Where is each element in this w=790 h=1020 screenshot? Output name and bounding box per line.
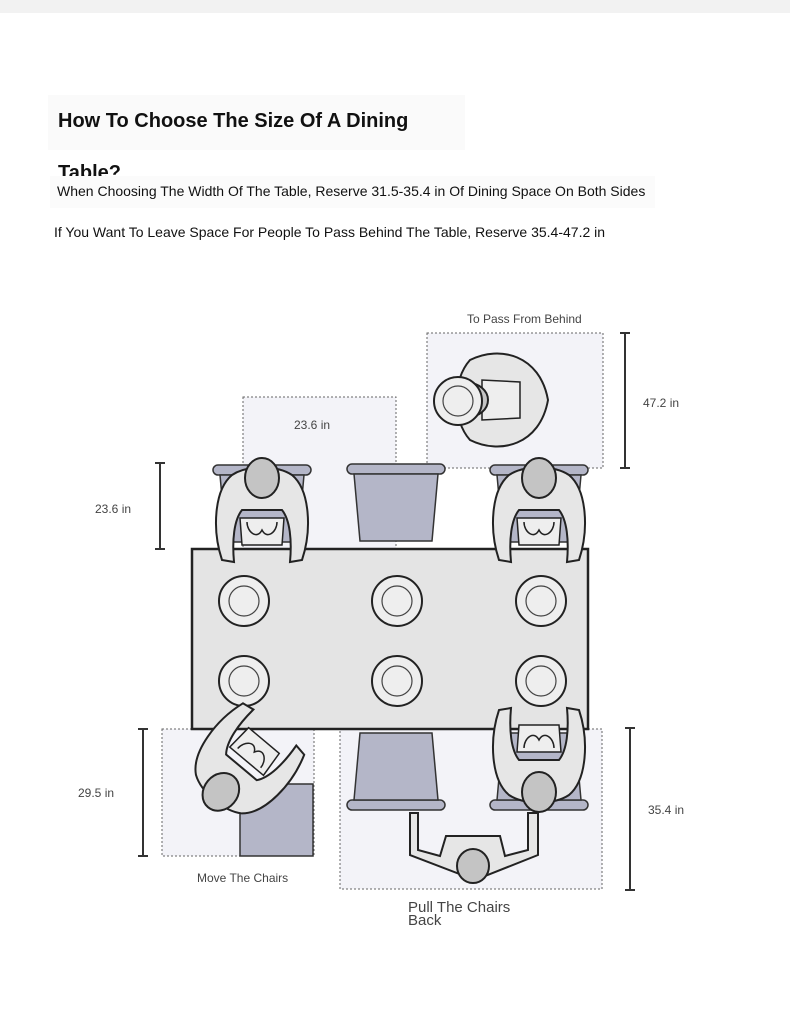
pull-dimension: 35.4 in [648, 803, 685, 817]
top-bar [0, 0, 790, 13]
width-guideline: When Choosing The Width Of The Table, Re… [50, 176, 655, 208]
pulling-person-icon [409, 812, 539, 884]
pull-label: Pull The Chairs Back [408, 899, 511, 929]
plate-icon [218, 575, 270, 627]
chair-icon [346, 463, 446, 542]
pass-label: To Pass From Behind [467, 312, 582, 326]
dimension-lines [138, 332, 635, 891]
plate-icon [218, 655, 270, 707]
chair-icon [346, 732, 446, 811]
plate-icon [371, 655, 423, 707]
plate-icon [371, 575, 423, 627]
page-title: How To Choose The Size Of A Dining Table… [48, 95, 465, 184]
move-dimension: 29.5 in [78, 786, 115, 800]
chair-depth-dimension: 23.6 in [95, 502, 132, 516]
pass-dimension: 47.2 in [643, 396, 680, 410]
chair-width-dimension: 23.6 in [294, 418, 331, 432]
plate-icon [515, 575, 567, 627]
move-label: Move The Chairs [197, 871, 289, 885]
pass-guideline: If You Want To Leave Space For People To… [54, 224, 606, 240]
plate-held-icon [433, 376, 483, 426]
plate-icon [515, 655, 567, 707]
